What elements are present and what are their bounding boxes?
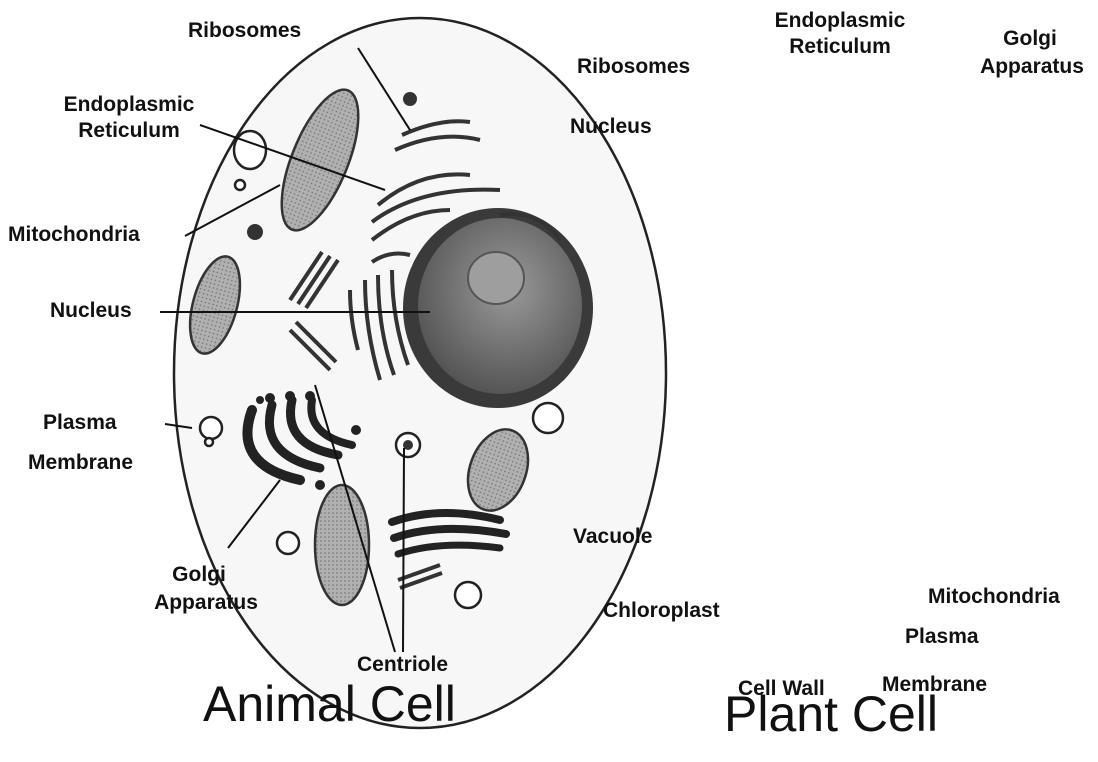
animal-label-centriole: Centriole bbox=[357, 654, 448, 676]
animal-label-ribosomes: Ribosomes bbox=[188, 20, 301, 42]
plant-label-er-line2: Reticulum bbox=[750, 36, 930, 58]
plant-label-ribosomes: Ribosomes bbox=[577, 56, 690, 78]
plant-label-vacuole: Vacuole bbox=[573, 526, 652, 548]
animal-label-plasma-line1: Plasma bbox=[43, 412, 117, 434]
animal-label-er-line1: Endoplasmic bbox=[40, 94, 218, 116]
plant-label-golgi-line2: Apparatus bbox=[972, 56, 1092, 78]
animal-label-nucleus: Nucleus bbox=[50, 300, 132, 322]
plant-label-golgi-line1: Golgi bbox=[975, 28, 1085, 50]
plant-label-chloroplast: Chloroplast bbox=[603, 600, 720, 622]
plant-label-er-line1: Endoplasmic bbox=[750, 10, 930, 32]
animal-label-golgi-line2: Apparatus bbox=[140, 592, 272, 614]
animal-cell-title: Animal Cell bbox=[203, 675, 456, 733]
plant-cell-title: Plant Cell bbox=[724, 685, 938, 743]
plant-label-nucleus: Nucleus bbox=[570, 116, 652, 138]
animal-label-mitochondria: Mitochondria bbox=[8, 224, 140, 246]
animal-label-er-line2: Reticulum bbox=[40, 120, 218, 142]
animal-label-plasma-line2: Membrane bbox=[28, 452, 133, 474]
plant-label-mitochondria: Mitochondria bbox=[928, 586, 1060, 608]
animal-nucleus bbox=[403, 208, 593, 408]
animal-label-golgi-line1: Golgi bbox=[140, 564, 258, 586]
plant-label-plasma-line1: Plasma bbox=[905, 626, 979, 648]
